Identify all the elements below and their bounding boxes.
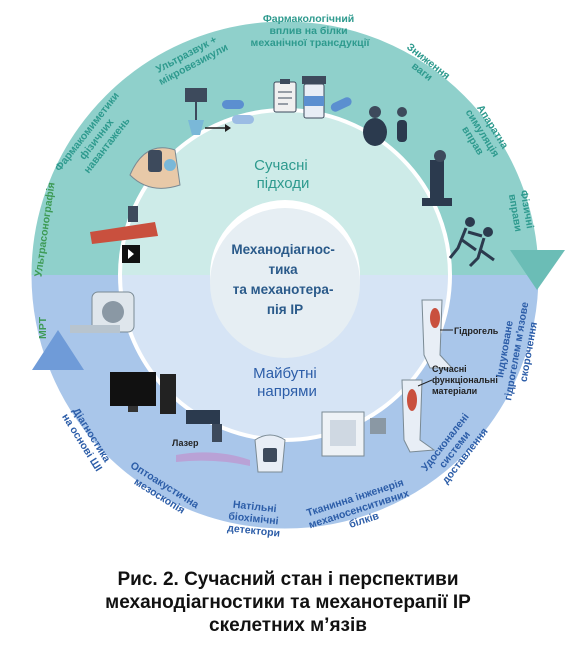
label-pharmacology: Фармакологічний вплив на білки механічно…: [251, 13, 371, 49]
laser-label: Лазер: [172, 438, 199, 448]
ai-computer-icon: [110, 372, 176, 414]
pill-bottle-icon: [302, 76, 326, 119]
label-wearable: Натільні біохімічні детектори: [227, 498, 284, 540]
inner-ring-top: [120, 110, 450, 275]
pills-icon: [222, 100, 254, 124]
outer-ring-top: [30, 20, 540, 275]
laser-device-icon: [176, 410, 250, 466]
figure-caption: Рис. 2. Сучасний стан і перспективи меха…: [0, 568, 576, 637]
svg-text:МРТ: МРТ: [37, 316, 49, 339]
materials-label: Сучасні функціональні матеріали: [432, 364, 500, 396]
exercise-machine-icon: [422, 150, 452, 206]
svg-text:Натільні біохімічні: Натільні біохімічні детектори: [227, 498, 284, 539]
future-title: Майбутні напрями: [253, 365, 321, 400]
microscope-icon: [185, 88, 231, 135]
materials-leg-icon: [401, 379, 436, 453]
svg-text:Фармакологічний вплив на: Фармакологічний вплив на білки механічно…: [251, 13, 371, 49]
label-mri: МРТ: [37, 316, 49, 339]
center-title: Механодіагнос- тика та механотера- пія І…: [231, 242, 338, 317]
hydrogel-leg-icon: [421, 299, 454, 369]
ring-arrow-right: [510, 250, 565, 290]
caption-line-2: механодіагностики та механотерапії ІР: [105, 592, 471, 613]
current-title: Сучасні підходи: [254, 157, 312, 192]
caption-line-3: скелетних м’язів: [209, 615, 367, 636]
clipboard-icon: [273, 79, 297, 113]
bioprinter-icon: [321, 411, 386, 457]
outer-ring-bottom: [30, 275, 540, 530]
hydrogel-label: Гідрогель: [454, 326, 499, 336]
center-circle: [210, 208, 360, 358]
mri-machine-icon: [70, 291, 135, 333]
ring-arrow-left: [32, 330, 84, 370]
runners-icon: [448, 217, 495, 268]
leg-ultrasound-icon: [129, 147, 181, 189]
people-weightloss-icon: [363, 106, 407, 146]
caption-line-1: Рис. 2. Сучасний стан і перспективи: [117, 569, 459, 590]
arm-ultrasound-icon: [90, 206, 158, 263]
wearable-detector-icon: [254, 434, 286, 473]
capsule-icon: [330, 97, 352, 112]
mechanotherapy-diagram: Механодіагнос- тика та механотера- пія І…: [28, 13, 565, 540]
